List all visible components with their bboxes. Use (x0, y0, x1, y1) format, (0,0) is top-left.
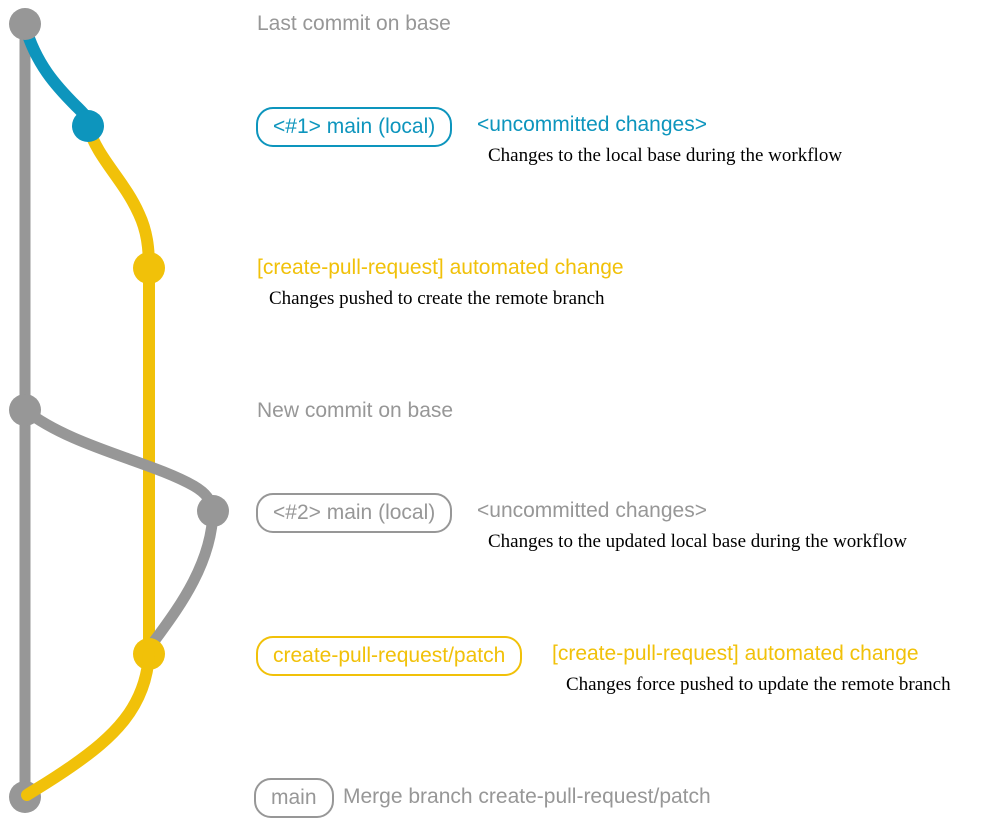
automated-change-label-2: [create-pull-request] automated change (552, 642, 919, 665)
caption-last-commit-on-base: Last commit on base (257, 12, 451, 35)
branch-badge-main-local-1: <#1> main (local) (256, 107, 453, 147)
patch-branch-line-upper (82, 120, 155, 274)
note-force-pushed-remote-branch: Changes force pushed to update the remot… (566, 674, 951, 695)
commit-dot-local-change-2 (197, 495, 229, 527)
commit-graph (9, 8, 229, 813)
branch-badge-create-pull-request-patch: create-pull-request/patch (256, 636, 523, 676)
commit-dot-new-commit-on-base (9, 394, 41, 426)
commit-dot-last-commit-on-base (9, 8, 41, 40)
commit-dot-local-change-1 (72, 110, 104, 142)
local-main-branch-line-2 (19, 404, 219, 517)
note-pushed-create-remote-branch: Changes pushed to create the remote bran… (269, 288, 605, 309)
uncommitted-changes-label-2: <uncommitted changes> (477, 499, 707, 522)
branch-badge-main-local-2: <#2> main (local) (256, 493, 453, 533)
branch-badge-main: main (254, 778, 334, 818)
note-local-base-changes: Changes to the local base during the wor… (488, 145, 843, 166)
caption-new-commit-on-base: New commit on base (257, 399, 454, 422)
commit-dots (9, 8, 229, 813)
local-main-branch-line-1 (19, 20, 94, 132)
patch-merge-line (21, 648, 155, 801)
local-main-rebase-line (143, 505, 219, 660)
automated-change-label-1: [create-pull-request] automated change (257, 256, 624, 279)
uncommitted-changes-label-1: <uncommitted changes> (477, 113, 707, 136)
note-updated-local-base-changes: Changes to the updated local base during… (488, 531, 907, 552)
merge-branch-label: Merge branch create-pull-request/patch (343, 785, 711, 808)
commit-dot-automated-change-1 (133, 252, 165, 284)
